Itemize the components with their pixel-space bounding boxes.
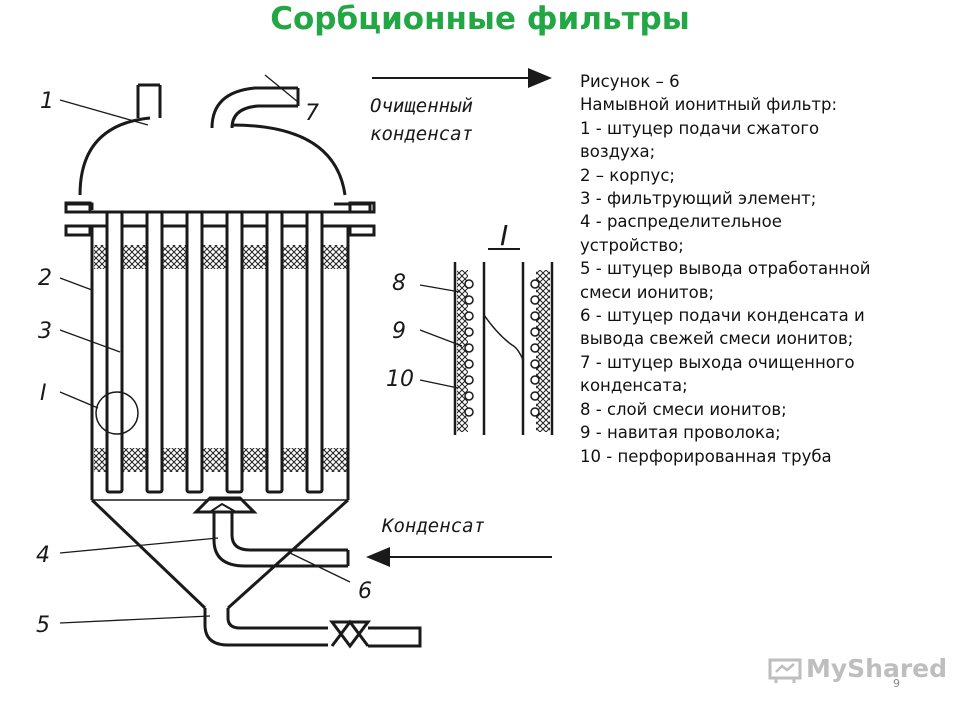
callout-4: 4 xyxy=(36,543,50,568)
watermark-logo-icon xyxy=(768,658,802,683)
caption-line: 4 - распределительное xyxy=(580,212,782,232)
caption-line: конденсата; xyxy=(580,376,688,396)
watermark: MyShared xyxy=(768,650,947,690)
caption-line: 8 - слой смеси ионитов; xyxy=(580,399,787,419)
valve xyxy=(329,619,371,649)
caption-line: устройство; xyxy=(580,235,684,255)
outlet-pipe xyxy=(210,86,300,129)
inlet-pipe xyxy=(212,512,350,568)
watermark-text: MyShared xyxy=(806,654,948,683)
upper-flange-left xyxy=(64,201,92,214)
drain-pipe xyxy=(203,608,328,647)
callout-7: 7 xyxy=(305,101,319,126)
callout-9: 9 xyxy=(392,319,406,344)
caption-line: смеси ионитов; xyxy=(580,282,715,302)
caption-line: 10 - перфорированная труба xyxy=(580,446,832,466)
callout-3: 3 xyxy=(38,319,52,344)
caption-line: 2 – корпус; xyxy=(580,165,675,185)
caption-line: вывода свежей смеси ионитов; xyxy=(580,329,854,349)
caption-line: 5 - штуцер вывода отработанной xyxy=(580,259,871,279)
callout-I: I xyxy=(40,381,47,406)
callout-10: 10 xyxy=(386,367,414,392)
callout-1: 1 xyxy=(40,89,54,114)
detail-label: I xyxy=(500,219,508,252)
figure-caption: Рисунок – 6 Намывной ионитный фильтр: 1 … xyxy=(580,70,950,468)
detail-marker xyxy=(95,391,139,435)
purified-label-line2: конденсат xyxy=(370,123,473,145)
leader-lines xyxy=(59,74,463,624)
upper-flange-right xyxy=(348,201,376,214)
caption-line: 3 - фильтрующий элемент; xyxy=(580,189,817,209)
filter-top-dome xyxy=(78,116,347,196)
ion-layers xyxy=(94,245,347,472)
filter-elements xyxy=(105,210,324,494)
caption-line: 7 - штуцер выхода очищенного xyxy=(580,352,855,372)
purified-label-line1: Очищенный xyxy=(370,95,473,117)
caption-line: Рисунок – 6 xyxy=(580,72,680,91)
lower-flange-right xyxy=(348,224,376,237)
caption-line: воздуха; xyxy=(580,142,656,162)
caption-line: Намывной ионитный фильтр: xyxy=(580,95,838,115)
callout-6: 6 xyxy=(358,579,372,604)
wire-coils xyxy=(464,279,540,417)
page-number: 9 xyxy=(893,677,900,690)
callout-2: 2 xyxy=(38,266,52,291)
air-fitting xyxy=(136,83,162,118)
detail-view xyxy=(453,262,554,435)
callout-5: 5 xyxy=(36,613,50,638)
page-title: Сорбционные фильтры xyxy=(270,1,690,37)
callout-8: 8 xyxy=(392,271,406,296)
caption-line: 1 - штуцер подачи сжатого xyxy=(580,118,820,138)
lower-flange-left xyxy=(64,224,92,237)
filter-body xyxy=(90,226,350,500)
caption-line: 6 - штуцер подачи конденсата и xyxy=(580,306,865,326)
condensate-label: Конденсат xyxy=(381,515,485,537)
filter-cone xyxy=(90,498,350,610)
caption-line: 9 - навитая проволока; xyxy=(580,423,781,443)
